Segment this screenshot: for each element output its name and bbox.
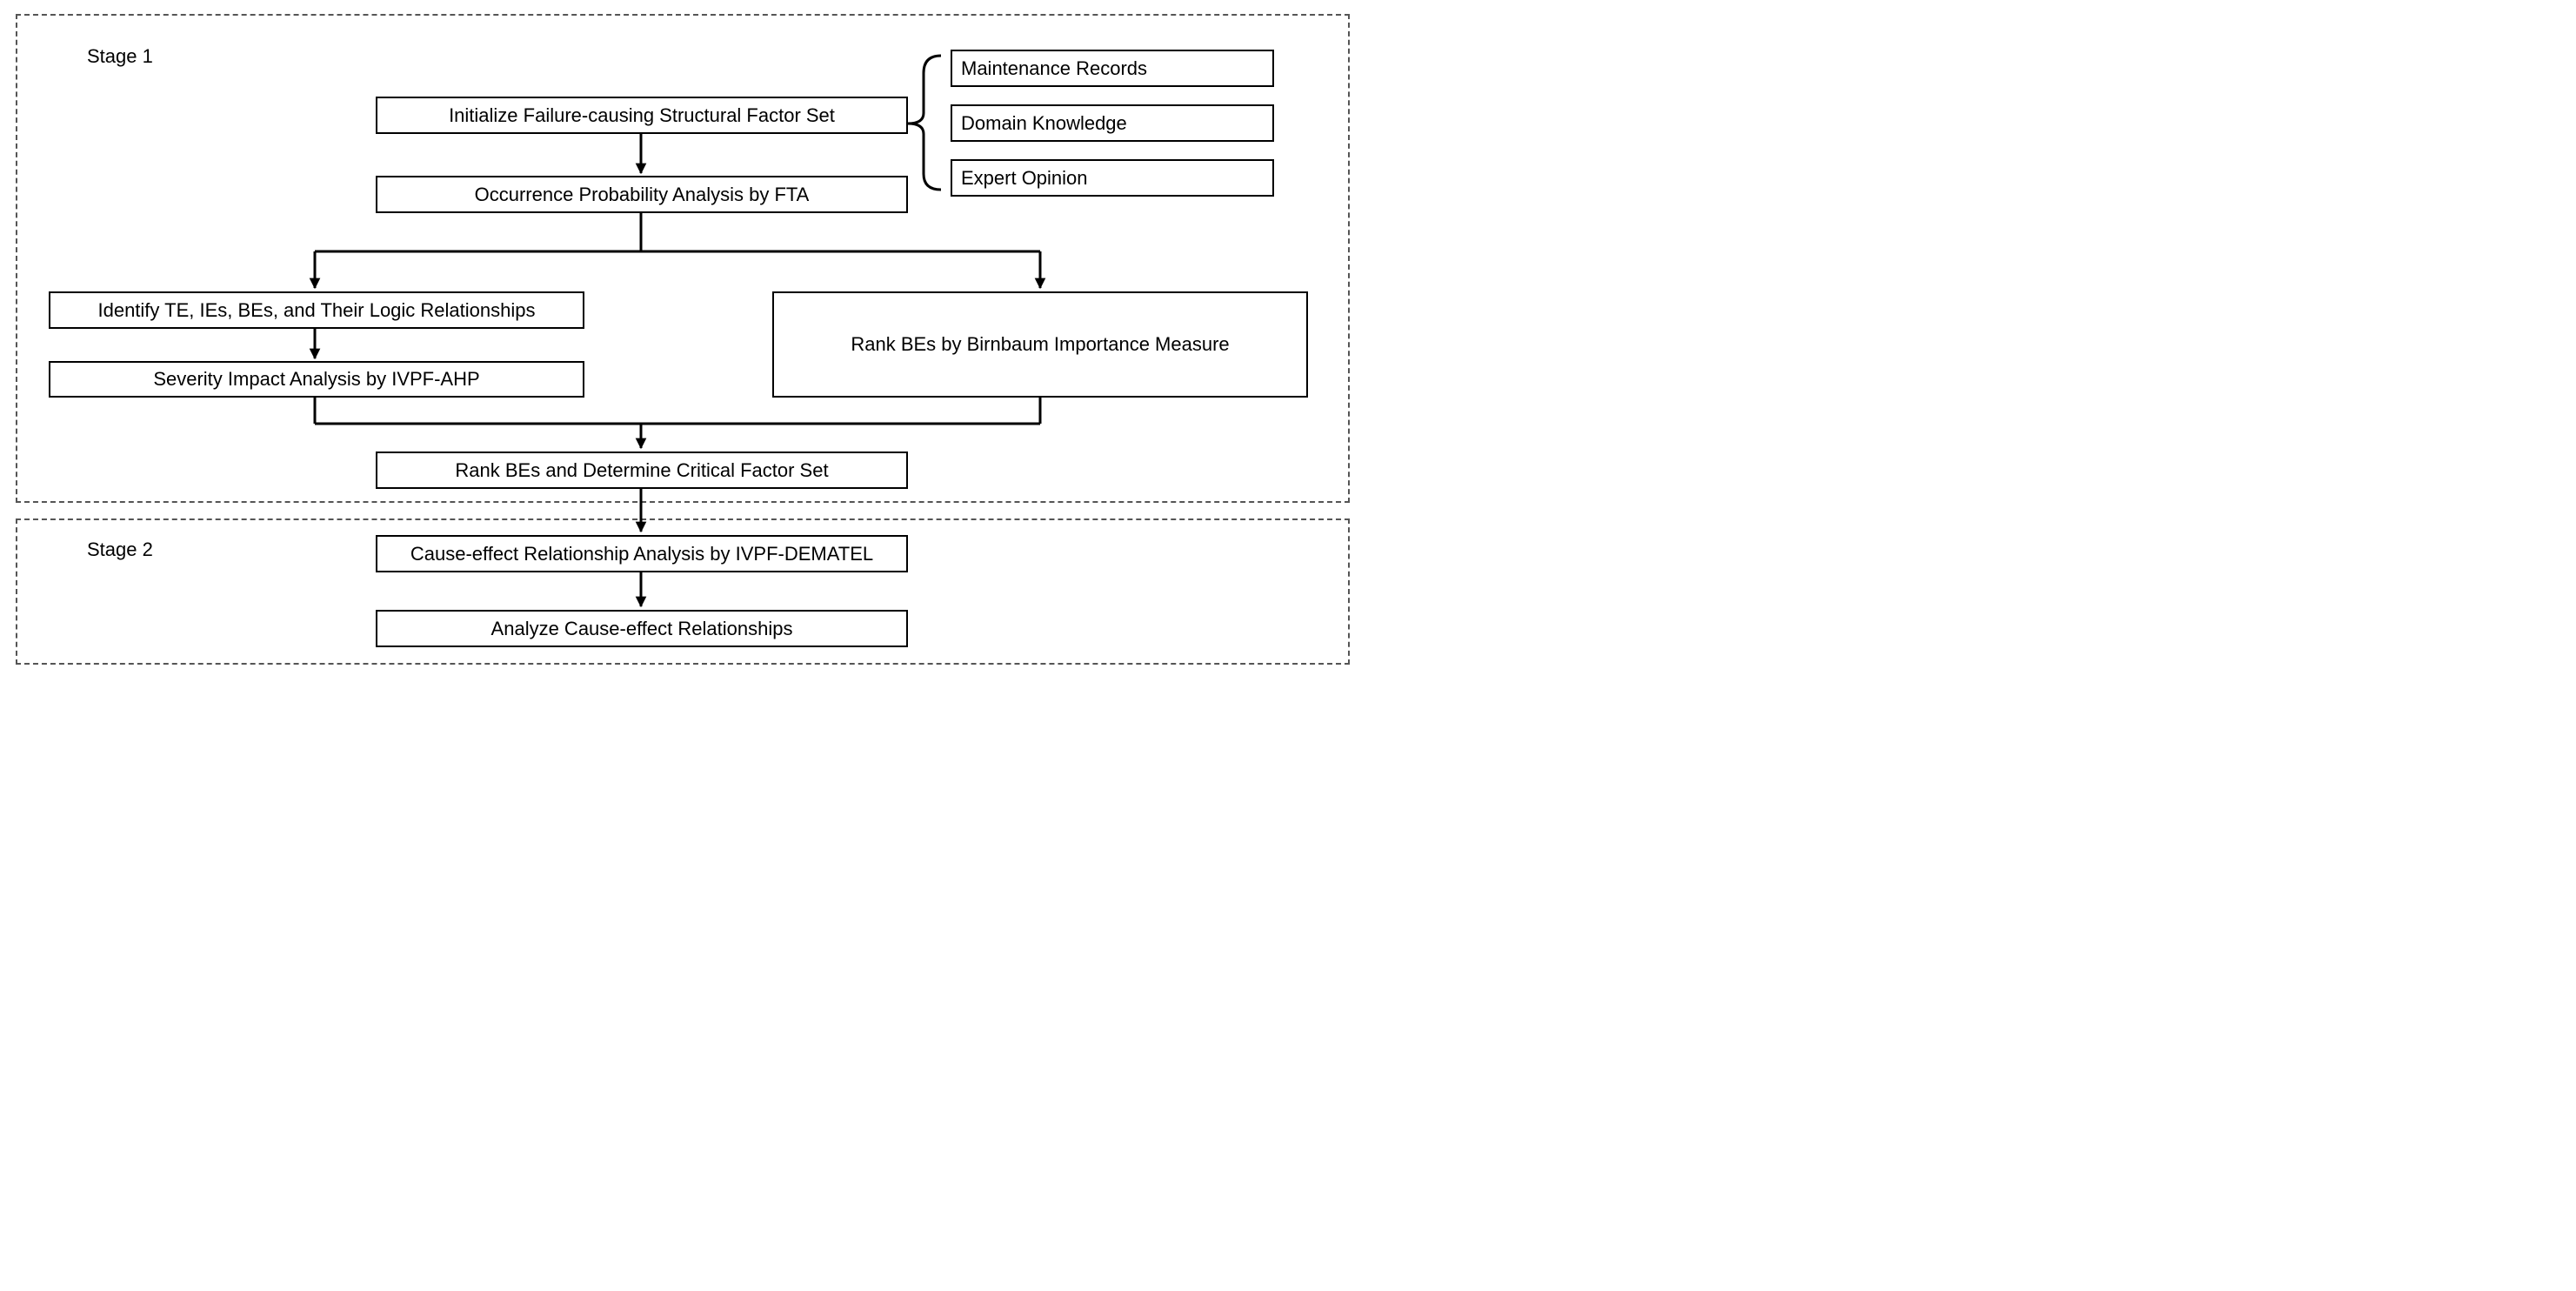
initialize-factor-set-box: Initialize Failure-causing Structural Fa…: [376, 97, 908, 134]
flow-connectors: [309, 54, 1046, 608]
analyze-cause-effect-box: Analyze Cause-effect Relationships: [376, 610, 908, 647]
stage-1-label: Stage 1: [87, 45, 153, 67]
sources-brace: [907, 54, 942, 191]
expert-opinion-box: Expert Opinion: [951, 159, 1274, 197]
birnbaum-rank-box: Rank BEs by Birnbaum Importance Measure: [772, 291, 1308, 398]
stage-2-region: [16, 518, 1350, 665]
domain-knowledge-box: Domain Knowledge: [951, 104, 1274, 142]
rank-critical-factor-box: Rank BEs and Determine Critical Factor S…: [376, 452, 908, 489]
identify-relationships-box: Identify TE, IEs, BEs, and Their Logic R…: [49, 291, 584, 329]
stage-2-label: Stage 2: [87, 538, 153, 560]
cause-effect-dematel-box: Cause-effect Relationship Analysis by IV…: [376, 535, 908, 572]
maintenance-records-box: Maintenance Records: [951, 50, 1274, 87]
stage-1-region: [16, 14, 1350, 503]
severity-impact-box: Severity Impact Analysis by IVPF-AHP: [49, 361, 584, 398]
occurrence-probability-box: Occurrence Probability Analysis by FTA: [376, 176, 908, 213]
